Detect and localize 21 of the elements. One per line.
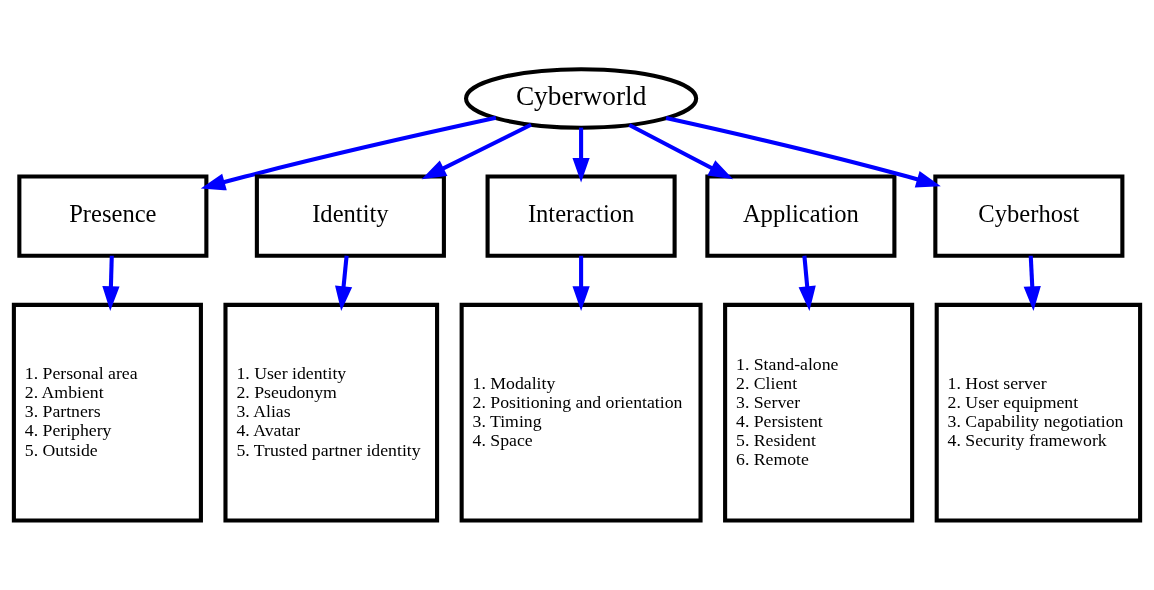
- arrow: [572, 255, 590, 311]
- node-box: 1. Host server 2. User equipment 3. Capability negotiation 4. Security framework: [934, 302, 1143, 523]
- node-box: Identity: [254, 174, 446, 258]
- node-ellipse: Cyberworld: [463, 67, 699, 130]
- arrow: [665, 115, 941, 188]
- arrow: [572, 127, 590, 183]
- arrow: [1023, 255, 1041, 311]
- node-box: 1. Personal area 2. Ambient 3. Partners 4. Periphery 5. Outside: [11, 302, 203, 523]
- arrow: [421, 122, 532, 180]
- arrow: [798, 255, 816, 311]
- node-box: 1. User identity 2. Pseudonym 3. Alias 4. Avatar 5. Trusted partner identity: [223, 302, 440, 523]
- node-box: Cyberhost: [933, 174, 1125, 258]
- arrow: [628, 123, 734, 180]
- node-box: 1. Modality 2. Positioning and orientation 3. Timing 4. Space: [459, 302, 703, 523]
- node-box: Application: [705, 174, 897, 258]
- arrow: [335, 255, 353, 311]
- arrow: [102, 255, 120, 311]
- arrow: [200, 115, 497, 191]
- node-box: Presence: [17, 174, 209, 258]
- node-box: 1. Stand-alone 2. Client 3. Server 4. Persistent 5. Resident 6. Remote: [723, 302, 915, 523]
- node-box: Interaction: [485, 174, 677, 258]
